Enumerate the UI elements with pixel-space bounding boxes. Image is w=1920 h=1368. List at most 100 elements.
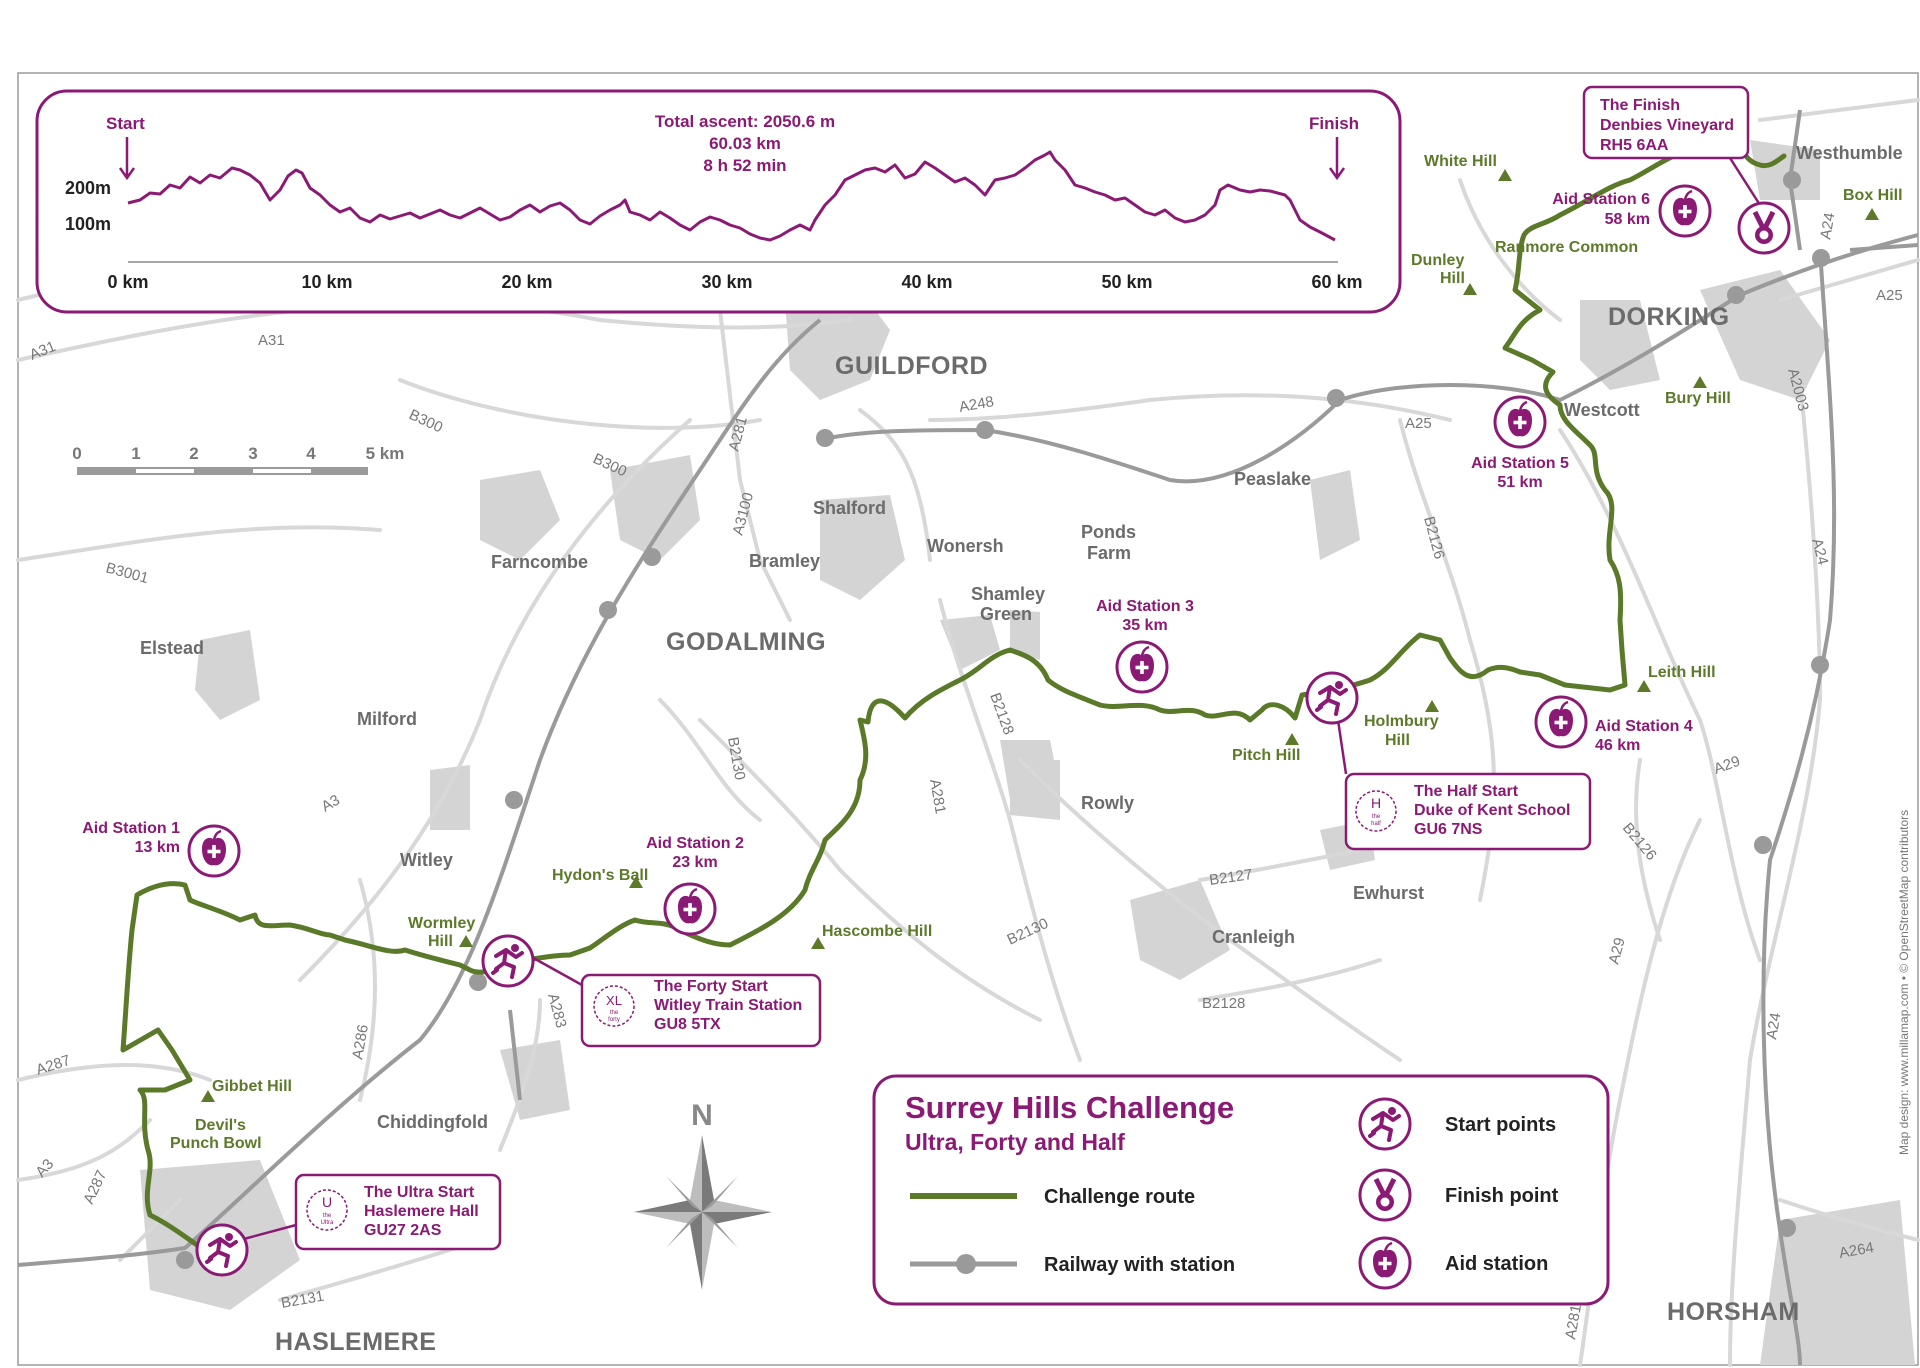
forty-start-venue: Witley Train Station — [654, 997, 802, 1014]
hill-holmbury: Hill — [1385, 732, 1410, 749]
aid-station-3-label: Aid Station 3 — [1096, 598, 1194, 615]
legend-finish-label: Finish point — [1445, 1185, 1559, 1207]
aid-station-3-icon[interactable] — [1115, 640, 1169, 694]
forty-badge-text: forty — [608, 1017, 620, 1023]
hill-labels: White Hill Box Hill Dunley Hill Ranmore … — [170, 153, 1903, 1152]
road-label: B2127 — [1208, 866, 1253, 889]
profile-start-label: Start — [106, 114, 145, 133]
hill-wormley: Hill — [428, 933, 453, 950]
aid-station-5-icon[interactable] — [1493, 395, 1547, 449]
place-shalford: Shalford — [813, 498, 886, 518]
legend-start-label: Start points — [1445, 1114, 1556, 1136]
town-dorking: DORKING — [1608, 303, 1730, 331]
profile-ascent: Total ascent: 2050.6 m — [655, 112, 835, 131]
place-green: Green — [980, 604, 1032, 624]
half-start-callout: H the half The Half Start Duke of Kent S… — [1305, 671, 1592, 851]
town-labels: GUILDFORD GODALMING DORKING HASLEMERE HO… — [275, 303, 1800, 1356]
aid-station-4-km: 46 km — [1595, 737, 1640, 754]
compass-rose-icon: N — [634, 1099, 772, 1290]
challenge-route — [120, 140, 1787, 1263]
place-peaslake: Peaslake — [1234, 469, 1311, 489]
ultra-start-runner-icon[interactable] — [195, 1223, 249, 1277]
ultra-badge-text: the — [323, 1213, 332, 1219]
ultra-badge-text: Ultra — [321, 1220, 334, 1226]
legend-subtitle: Ultra, Forty and Half — [905, 1129, 1125, 1155]
aid-station-2-km: 23 km — [672, 854, 717, 871]
place-farncombe: Farncombe — [491, 552, 588, 572]
place-labels: Westhumble Westcott Peaslake Ponds Farm … — [140, 143, 1903, 1132]
place-shamley: Shamley — [971, 584, 1045, 604]
finish-title: The Finish — [1600, 97, 1680, 114]
profile-distance: 60.03 km — [709, 134, 781, 153]
road-label: B2128 — [1202, 995, 1245, 1012]
profile-time: 8 h 52 min — [703, 156, 786, 175]
half-badge-text: half — [1371, 821, 1381, 827]
half-badge-text: the — [1372, 814, 1381, 820]
hill-ranmore: Ranmore Common — [1495, 239, 1638, 256]
scale-tick: 5 km — [366, 444, 405, 463]
legend-finish-icon — [1360, 1170, 1410, 1220]
compass-north-label: N — [691, 1099, 713, 1132]
scale-tick: 4 — [306, 444, 316, 463]
finish-callout: The Finish Denbies Vineyard RH5 6AA — [1582, 85, 1789, 253]
scale-tick: 3 — [248, 444, 257, 463]
aid-station-4-icon[interactable] — [1534, 695, 1588, 749]
elevation-profile-panel: Start Finish Total ascent: 2050.6 m 60.0… — [35, 89, 1402, 314]
scale-bar: 0 1 2 3 4 5 km — [72, 444, 404, 475]
forty-start-callout: XL the forty The Forty Start Witley Trai… — [481, 934, 822, 1048]
hill-leith: Leith Hill — [1648, 664, 1716, 681]
forty-badge-text: the — [610, 1010, 619, 1016]
finish-medal-icon[interactable] — [1739, 203, 1789, 253]
profile-start-arrow — [118, 137, 136, 181]
road-label: A24 — [1808, 537, 1831, 567]
aid-stations: Aid Station 1 13 km Aid Station 2 23 km … — [82, 184, 1712, 936]
aid-station-3-km: 35 km — [1122, 617, 1167, 634]
profile-x-tick: 50 km — [1101, 272, 1152, 292]
profile-x-tick: 40 km — [901, 272, 952, 292]
town-guildford: GUILDFORD — [835, 352, 988, 380]
legend-station-swatch — [956, 1254, 976, 1274]
place-milford: Milford — [357, 709, 417, 729]
road-label: A24 — [1817, 211, 1838, 240]
hill-holmbury: Holmbury — [1364, 713, 1439, 730]
road-label: A25 — [1876, 287, 1903, 304]
town-godalming: GODALMING — [666, 628, 826, 656]
ultra-start-callout: U the Ultra The Ultra Start Haslemere Ha… — [195, 1173, 502, 1277]
profile-x-tick: 30 km — [701, 272, 752, 292]
legend-panel: Surrey Hills Challenge Ultra, Forty and … — [872, 1074, 1610, 1306]
legend-aid-icon — [1358, 1236, 1412, 1290]
place-ponds: Ponds — [1081, 522, 1136, 542]
aid-station-6-icon[interactable] — [1658, 184, 1712, 238]
profile-x-tick: 10 km — [301, 272, 352, 292]
aid-station-1-icon[interactable] — [187, 824, 241, 878]
place-witley: Witley — [400, 850, 453, 870]
aid-station-5-km: 51 km — [1497, 474, 1542, 491]
place-westhumble: Westhumble — [1796, 143, 1903, 163]
ultra-badge-letter: U — [322, 1194, 332, 1210]
ultra-badge-icon — [306, 1189, 348, 1231]
road-label: A264 — [1838, 1239, 1875, 1262]
legend-rail-label: Railway with station — [1044, 1254, 1235, 1276]
hill-gibbet: Gibbet Hill — [212, 1078, 292, 1095]
road-label: A286 — [349, 1023, 372, 1060]
scale-tick: 1 — [131, 444, 140, 463]
town-horsham: HORSHAM — [1667, 1298, 1800, 1326]
legend-aid-label: Aid station — [1445, 1253, 1548, 1275]
road-label: A3 — [319, 792, 343, 816]
road-label: A29 — [1605, 936, 1628, 966]
half-start-runner-icon[interactable] — [1305, 671, 1359, 725]
place-ewhurst: Ewhurst — [1353, 883, 1424, 903]
ultra-start-title: The Ultra Start — [364, 1184, 475, 1201]
profile-y-100: 100m — [65, 214, 111, 234]
place-rowly: Rowly — [1081, 793, 1134, 813]
profile-finish-label: Finish — [1309, 114, 1359, 133]
hill-white: White Hill — [1424, 153, 1497, 170]
half-badge-icon — [1355, 790, 1397, 832]
place-cranleigh: Cranleigh — [1212, 927, 1295, 947]
profile-x-tick: 0 km — [107, 272, 148, 292]
aid-station-2-label: Aid Station 2 — [646, 835, 744, 852]
road-label: A24 — [1763, 1011, 1784, 1040]
aid-station-2-icon[interactable] — [663, 882, 717, 936]
legend-start-icon — [1358, 1097, 1412, 1151]
forty-start-runner-icon[interactable] — [481, 934, 535, 988]
